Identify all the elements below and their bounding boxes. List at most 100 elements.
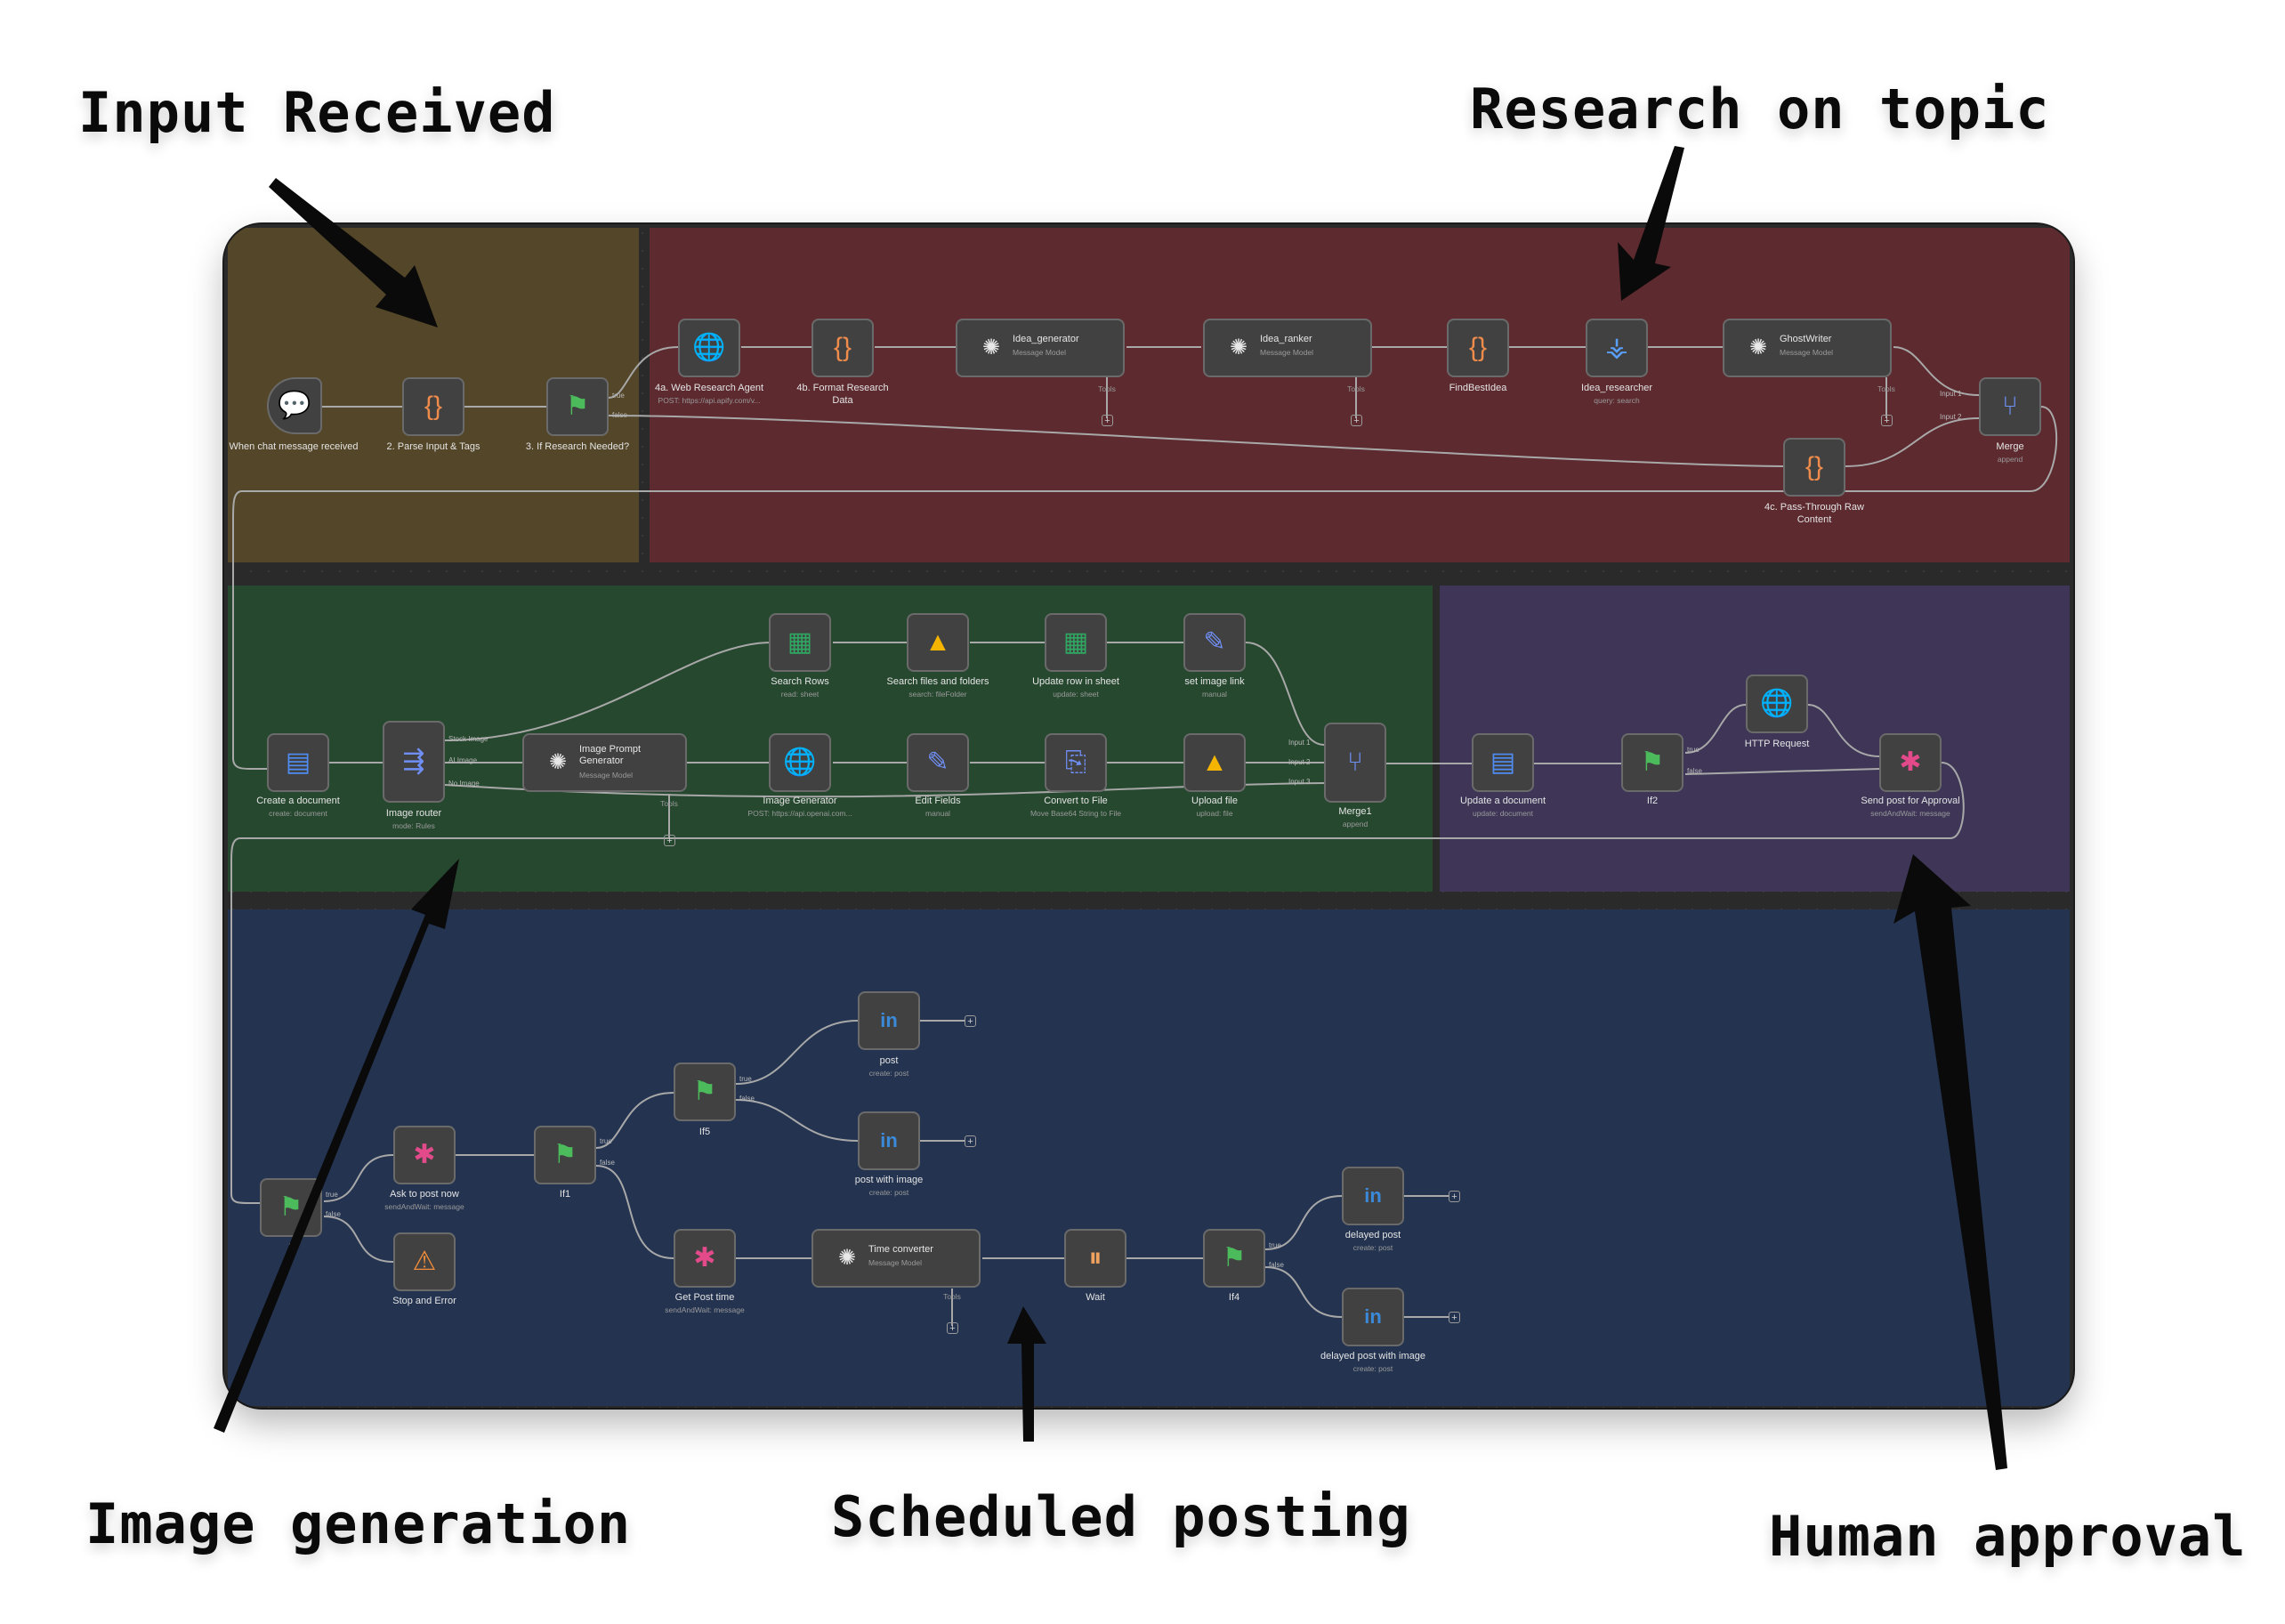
openai-icon: ✺ — [982, 335, 1001, 360]
node-find-best-idea[interactable]: {} — [1447, 319, 1509, 377]
node-sub: Message Model — [1260, 348, 1314, 357]
node-label: post with image — [854, 1175, 924, 1185]
node-web-research[interactable]: 🌐 — [678, 319, 740, 377]
file-convert-icon: ⎘ — [1065, 747, 1086, 777]
section-research — [650, 228, 2070, 562]
node-label: 4a. Web Research Agent — [654, 383, 764, 393]
node-title: Time converter — [868, 1244, 933, 1255]
node-convert-to-file[interactable]: ⎘ — [1045, 733, 1107, 792]
slack-icon: ✱ — [1899, 747, 1922, 777]
node-image-generator[interactable]: 🌐 — [769, 733, 831, 792]
add-tool-button[interactable]: + — [947, 1322, 958, 1334]
node-time-converter[interactable]: ✺ Time converter Message Model — [811, 1229, 981, 1288]
node-image-prompt-generator[interactable]: ✺ Image Prompt Generator Message Model — [522, 733, 687, 792]
node-title: GhostWriter — [1780, 334, 1832, 344]
annotation-scheduled-posting: Scheduled posting — [831, 1484, 1411, 1549]
port-label: Input 3 — [1288, 778, 1311, 786]
node-pass-through[interactable]: {} — [1783, 438, 1845, 497]
linkedin-icon: in — [1364, 1305, 1382, 1328]
node-sub: update: sheet — [1053, 690, 1099, 699]
node-if1[interactable]: ⚑ — [534, 1126, 596, 1184]
node-label: Update a document — [1459, 796, 1546, 806]
code-braces-icon: {} — [1805, 452, 1824, 481]
node-update-row[interactable]: ▦ — [1045, 613, 1107, 672]
node-edit-fields[interactable]: ✎ — [907, 733, 969, 792]
node-post-with-image[interactable]: in — [858, 1111, 920, 1170]
code-braces-icon: {} — [1468, 333, 1488, 362]
node-set-image-link[interactable]: ✎ — [1183, 613, 1246, 672]
chat-bubble-icon: 💬 — [278, 391, 311, 420]
node-label: delayed post — [1344, 1230, 1401, 1240]
node-ghostwriter[interactable]: ✺ GhostWriter Message Model — [1723, 319, 1892, 377]
node-post[interactable]: in — [858, 991, 920, 1050]
tools-label: Tools — [1877, 384, 1895, 393]
node-get-post-time[interactable]: ✱ — [674, 1229, 736, 1288]
linkedin-icon: in — [1364, 1184, 1382, 1207]
tools-label: Tools — [943, 1292, 961, 1301]
globe-icon: 🌐 — [783, 747, 817, 777]
node-send-for-approval[interactable]: ✱ — [1879, 733, 1942, 792]
node-label: Idea_researcher — [1580, 383, 1653, 393]
node-chat-trigger[interactable]: 💬 — [267, 377, 322, 434]
port-label: false — [1269, 1261, 1284, 1269]
node-ask-to-post[interactable]: ✱ — [393, 1126, 456, 1184]
port-label: true — [326, 1191, 338, 1199]
node-update-document[interactable]: ▤ — [1472, 733, 1534, 792]
node-idea-ranker[interactable]: ✺ Idea_ranker Message Model — [1203, 319, 1372, 377]
node-format-research[interactable]: {} — [811, 319, 874, 377]
node-create-document[interactable]: ▤ — [267, 733, 329, 792]
node-if4[interactable]: ⚑ — [1203, 1229, 1265, 1288]
node-http-request[interactable]: 🌐 — [1746, 675, 1808, 733]
add-node-button[interactable]: + — [965, 1135, 976, 1147]
slack-icon: ✱ — [413, 1140, 436, 1169]
port-label: true — [739, 1075, 752, 1083]
port-label: Input 2 — [1288, 758, 1311, 766]
node-wait[interactable]: ⏸ — [1064, 1229, 1126, 1288]
node-idea-researcher[interactable]: ⚶ — [1586, 319, 1648, 377]
globe-icon: 🌐 — [692, 333, 726, 362]
node-label: Stop and Error — [392, 1296, 456, 1306]
node-label: Edit Fields — [915, 796, 961, 806]
google-docs-icon: ▤ — [285, 747, 311, 777]
node-label: delayed post with image — [1320, 1351, 1426, 1361]
node-sub: POST: https://api.openai.com... — [747, 809, 852, 818]
node-sub: create: post — [868, 1069, 909, 1078]
port-label: No Image — [448, 780, 480, 788]
workflow-canvas[interactable]: 💬 When chat message received {} 2. Parse… — [224, 224, 2073, 1408]
node-if2[interactable]: ⚑ — [1621, 733, 1683, 792]
node-sub: POST: https://api.apify.com/v... — [658, 396, 761, 405]
node-title: Idea_generator — [1013, 334, 1079, 344]
add-node-button[interactable]: + — [965, 1015, 976, 1027]
node-search-files[interactable]: ▲ — [907, 613, 969, 672]
node-label: 2. Parse Input & Tags — [386, 441, 480, 452]
add-tool-button[interactable]: + — [1881, 415, 1893, 426]
add-tool-button[interactable]: + — [1102, 415, 1113, 426]
add-node-button[interactable]: + — [1449, 1312, 1460, 1323]
add-node-button[interactable]: + — [1449, 1191, 1460, 1202]
add-tool-button[interactable]: + — [664, 835, 675, 846]
merge-icon: ⑂ — [1347, 747, 1363, 777]
node-label: Image router — [385, 808, 442, 819]
add-tool-button[interactable]: + — [1351, 415, 1362, 426]
node-stop-error[interactable]: ⚠ — [393, 1232, 456, 1291]
node-image-router[interactable]: ⇶ — [383, 721, 445, 803]
node-merge[interactable]: ⑂ — [1979, 377, 2041, 436]
node-parse-input[interactable]: {} — [402, 377, 464, 436]
node-label: post — [879, 1055, 899, 1066]
node-if-research[interactable]: ⚑ — [546, 377, 609, 436]
node-delayed-post-image[interactable]: in — [1342, 1288, 1404, 1346]
section-approval — [1440, 586, 2070, 892]
port-label: false — [326, 1210, 341, 1218]
node-search-rows[interactable]: ▦ — [769, 613, 831, 672]
node-idea-generator[interactable]: ✺ Idea_generator Message Model — [956, 319, 1125, 377]
node-sub: sendAndWait: message — [1870, 809, 1950, 818]
node-if[interactable]: ⚑ — [260, 1178, 322, 1237]
slack-icon: ✱ — [693, 1243, 716, 1273]
node-sub: manual — [1202, 690, 1227, 699]
node-upload-file[interactable]: ▲ — [1183, 733, 1246, 792]
node-if5[interactable]: ⚑ — [674, 1062, 736, 1121]
node-sub: Message Model — [1780, 348, 1834, 357]
node-delayed-post[interactable]: in — [1342, 1167, 1404, 1225]
port-label: Input 1 — [1940, 390, 1962, 398]
node-merge1[interactable]: ⑂ — [1324, 723, 1386, 803]
